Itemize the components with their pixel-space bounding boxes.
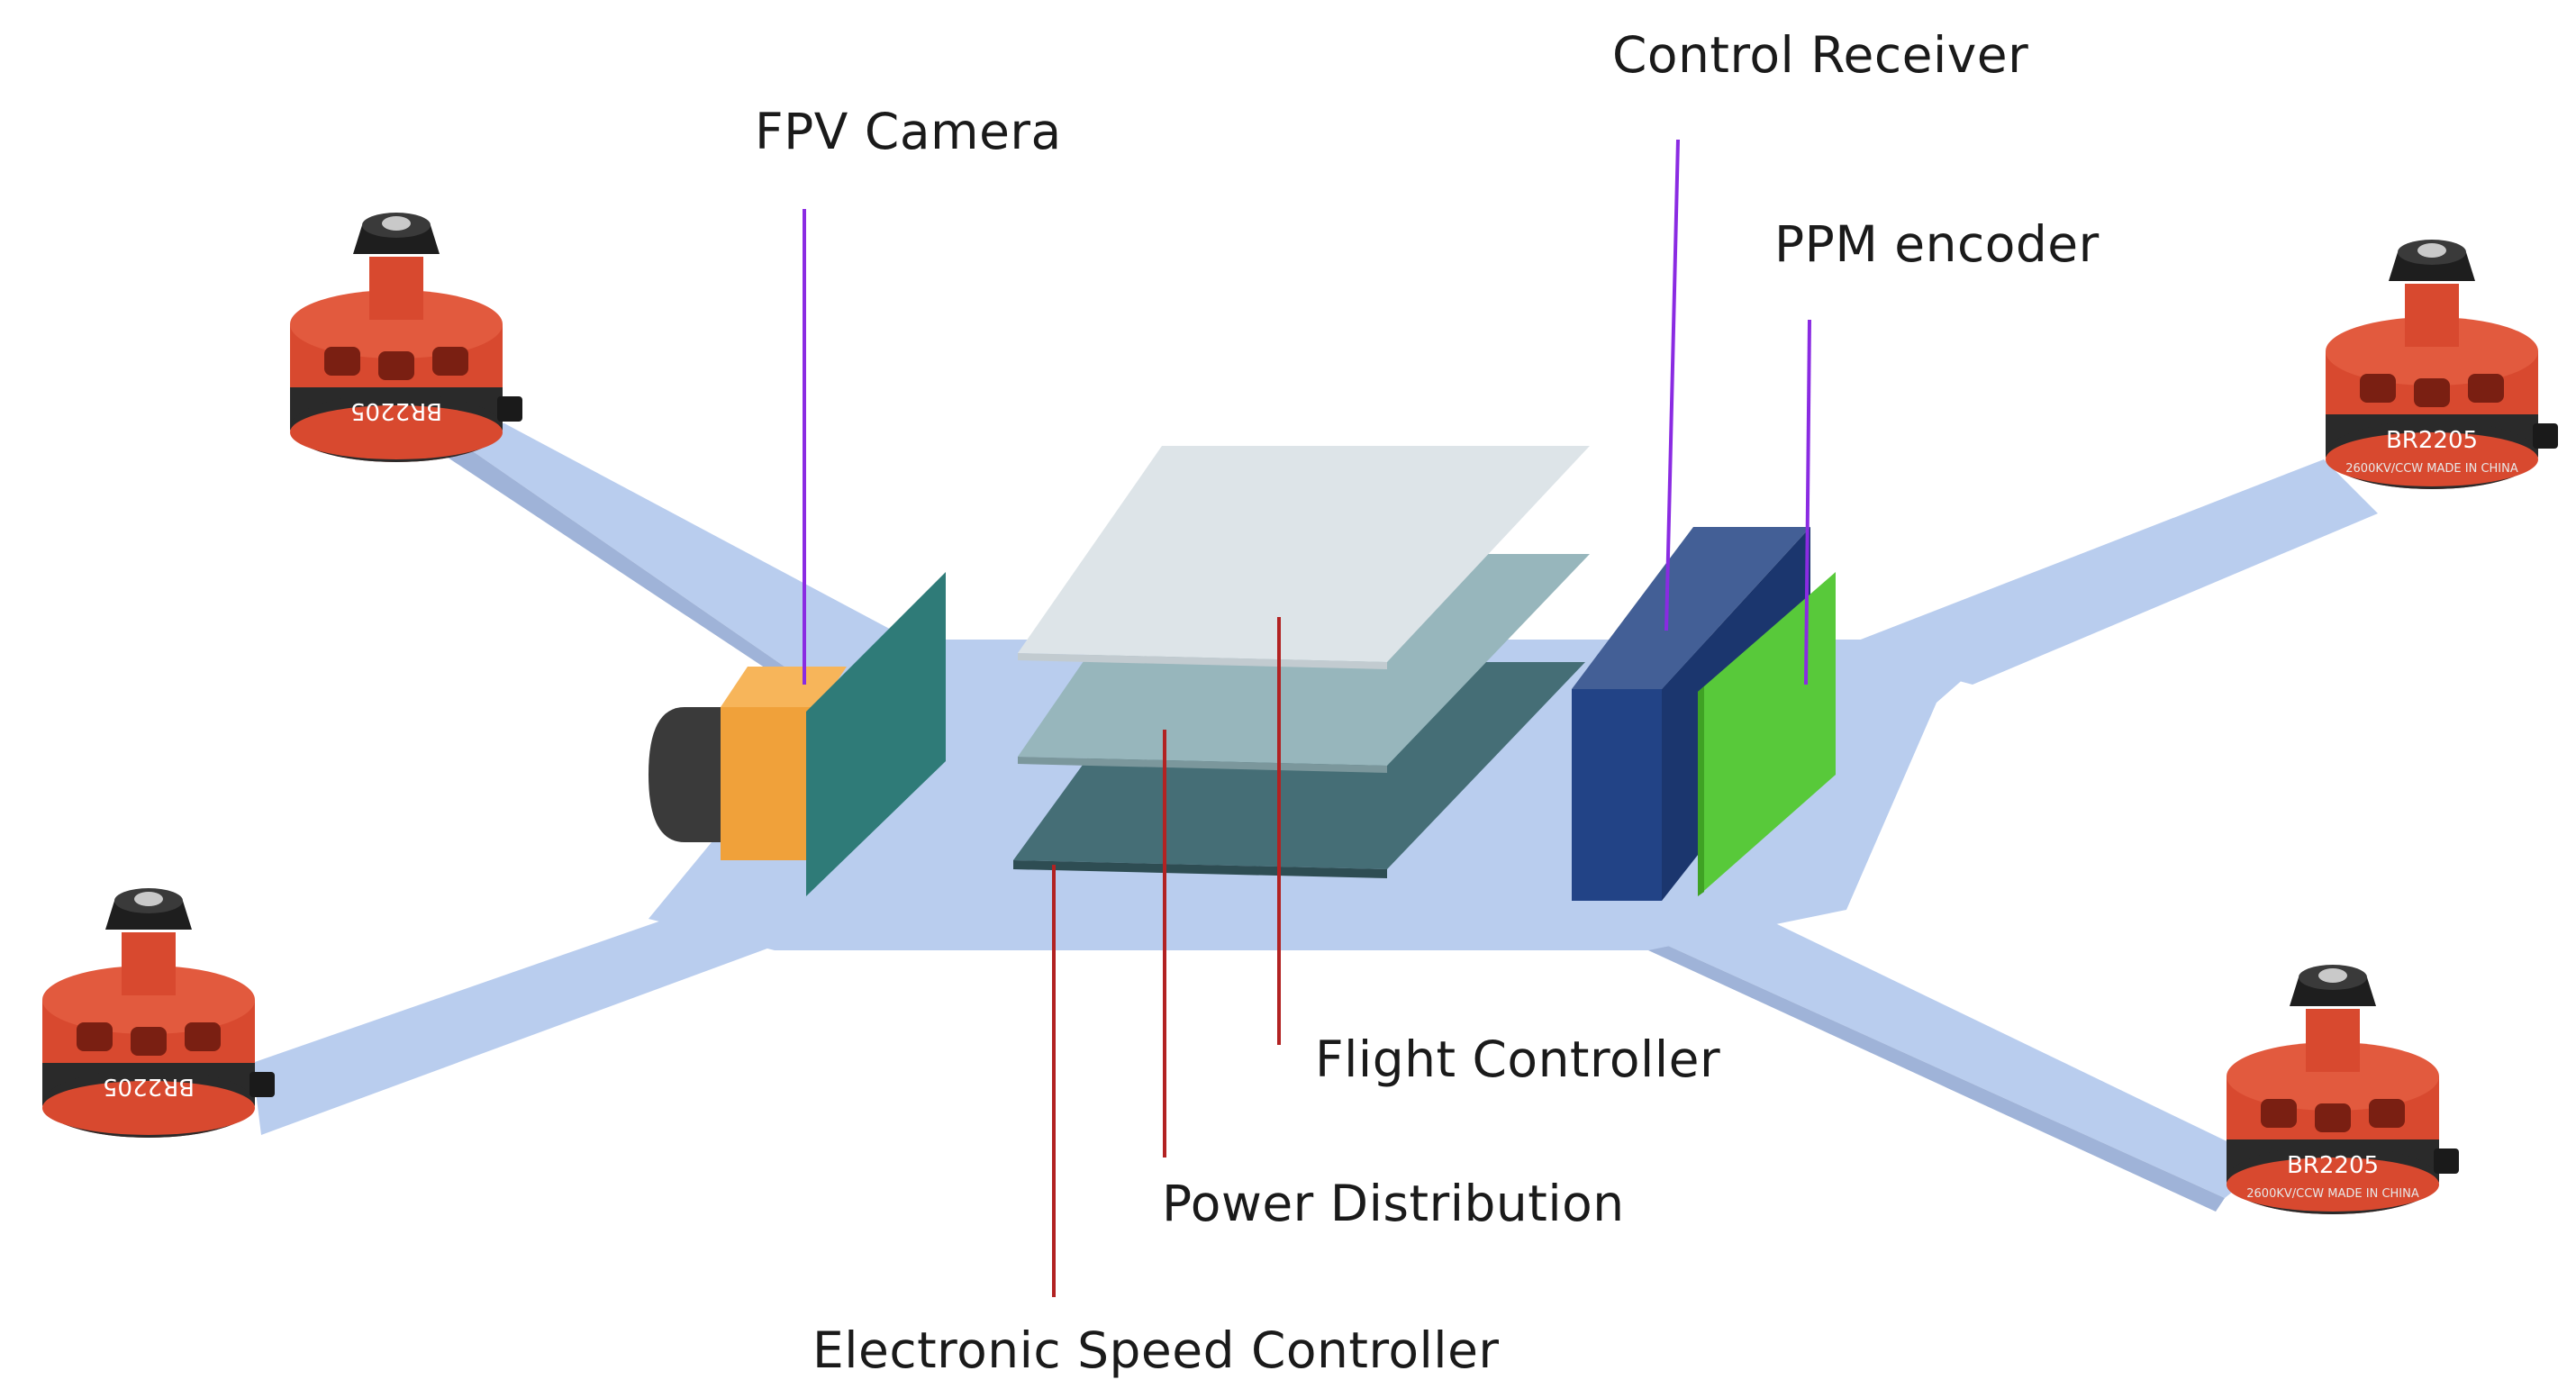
motor-spec-label: 2600KV/CCW MADE IN CHINA xyxy=(2345,462,2518,476)
label-flight-controller: Flight Controller xyxy=(1315,1030,1720,1088)
camera-body xyxy=(721,707,820,860)
motor-bottom-left: BR2205 xyxy=(42,888,275,1138)
arm-bottom-right-edge xyxy=(1648,937,2225,1212)
board-stack xyxy=(1013,446,1590,878)
leader-ppm-encoder xyxy=(1804,319,1811,685)
arm-top-right xyxy=(1837,459,2378,685)
motor-model-label: BR2205 xyxy=(103,1073,195,1100)
arm-top-left xyxy=(432,423,910,685)
flight-controller-board-edge xyxy=(1018,653,1387,669)
ppm-encoder-edge xyxy=(1698,686,1704,896)
receiver-top xyxy=(1572,527,1810,689)
leader-control-receiver xyxy=(1664,139,1680,631)
camera-body-top xyxy=(721,667,847,707)
motor-model-label: BR2205 xyxy=(2287,1152,2379,1179)
motor-model-label: BR2205 xyxy=(2386,427,2478,454)
label-ppm-encoder: PPM encoder xyxy=(1774,215,2100,273)
label-esc: Electronic Speed Controller xyxy=(812,1321,1500,1379)
receiver-front xyxy=(1572,689,1662,901)
labels: FPV Camera Control Receiver PPM encoder … xyxy=(755,26,2100,1379)
motor-top-left: BR2205 xyxy=(290,213,522,462)
label-fpv-camera: FPV Camera xyxy=(755,103,1062,160)
motor-model-label: BR2205 xyxy=(350,397,442,424)
power-distribution-board-edge xyxy=(1018,757,1387,773)
motor-top-right: BR2205 2600KV/CCW MADE IN CHINA xyxy=(2326,240,2558,489)
motor-bottom-right: BR2205 2600KV/CCW MADE IN CHINA xyxy=(2227,965,2459,1214)
camera-lens xyxy=(649,707,730,842)
arm-top-left-edge xyxy=(423,423,811,698)
esc-board-edge xyxy=(1013,860,1387,878)
leader-lines xyxy=(803,139,1811,1297)
flight-controller-board xyxy=(1018,446,1590,662)
arm-bottom-left xyxy=(252,919,775,1135)
ppm-encoder xyxy=(1698,572,1836,896)
arm-bottom-right xyxy=(1648,910,2270,1198)
label-control-receiver: Control Receiver xyxy=(1612,26,2028,84)
label-power-distribution: Power Distribution xyxy=(1162,1175,1625,1232)
motor-spec-label: 2600KV/CCW MADE IN CHINA xyxy=(2246,1187,2419,1201)
fpv-camera xyxy=(649,572,946,896)
camera-mount-plate xyxy=(806,572,946,896)
